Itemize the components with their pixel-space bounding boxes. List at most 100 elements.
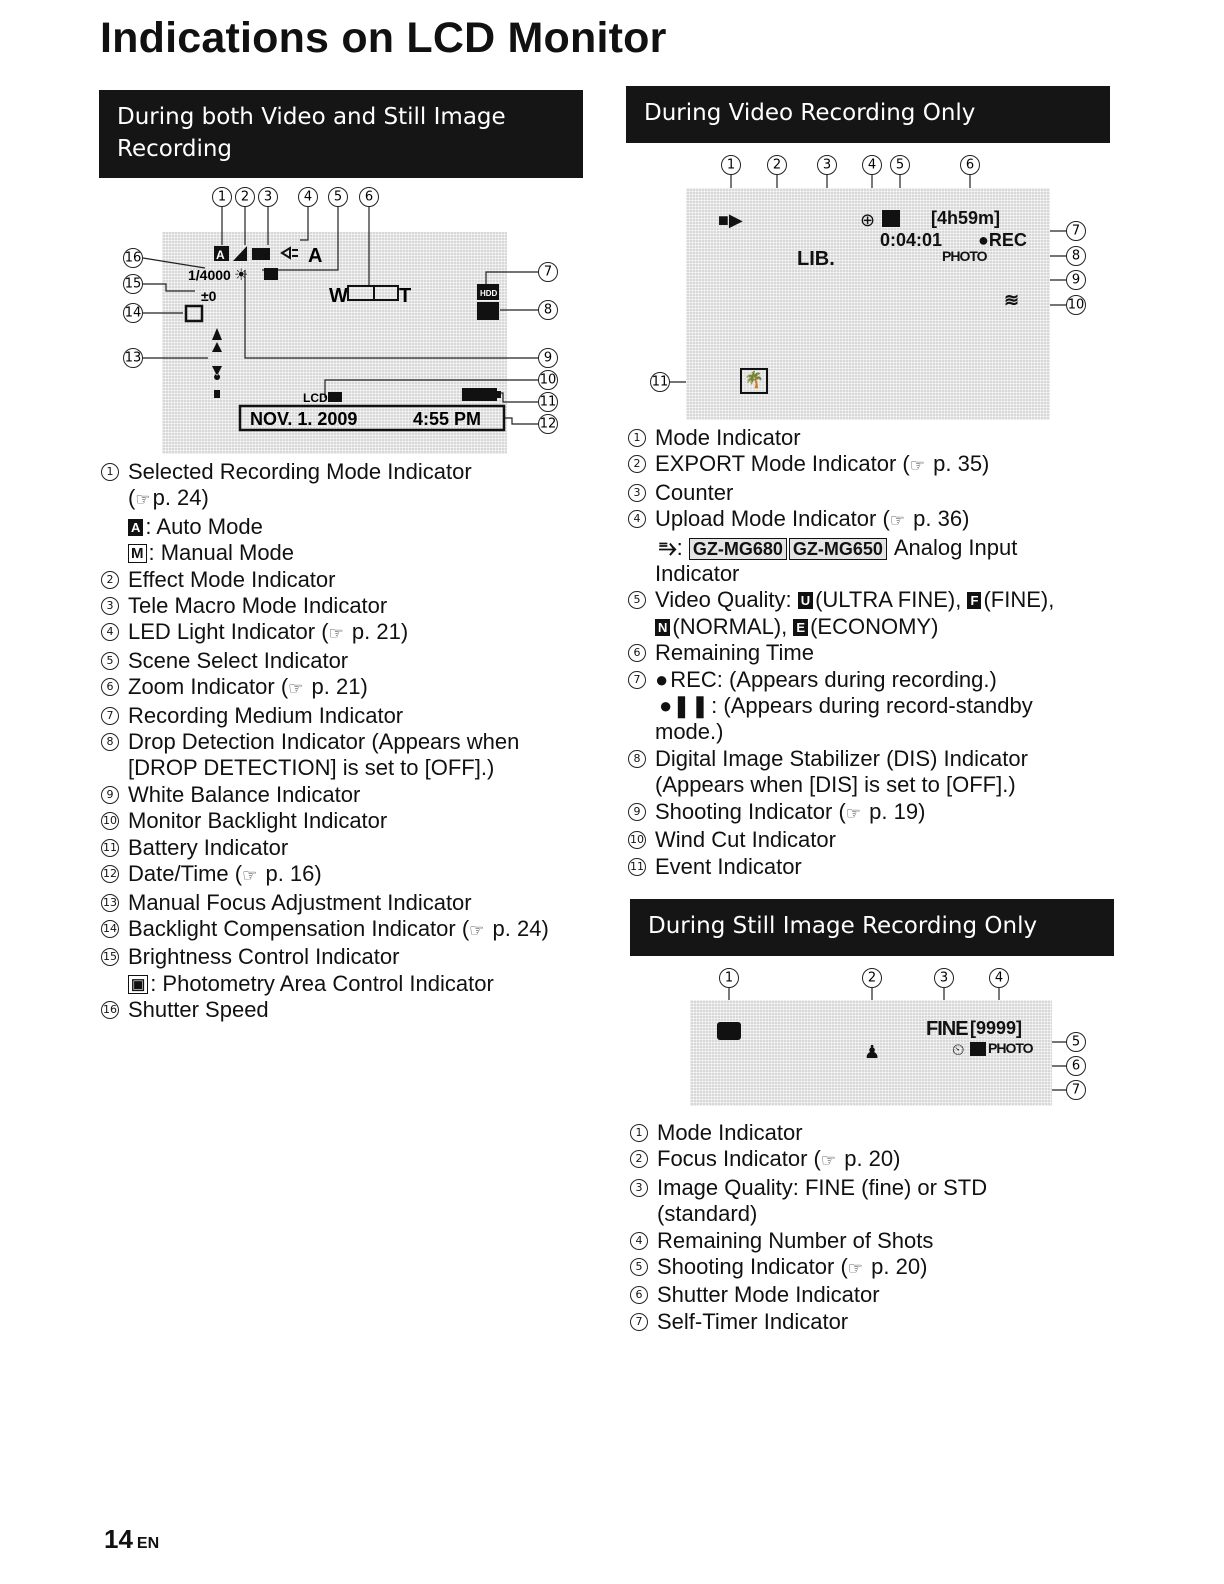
svg-text:A: A [216, 248, 225, 262]
svg-text:16: 16 [125, 251, 142, 266]
svg-text:9: 9 [544, 351, 552, 366]
lcd-backlight-icon [328, 392, 342, 402]
lcd-time: 4:55 PM [413, 409, 481, 429]
focus-up-icon [212, 328, 222, 352]
callout-numbers-still-side: 5 6 7 [1066, 1032, 1086, 1100]
svg-text:10: 10 [1068, 298, 1085, 313]
shutter-speed-readout: 1/4000 [188, 267, 231, 283]
normal-icon: N [655, 618, 671, 636]
reference-icon: ☞ [469, 920, 485, 940]
page-title: Indications on LCD Monitor [100, 14, 667, 62]
shooting-photo-label: PHOTO [942, 248, 988, 264]
svg-text:7: 7 [1072, 1083, 1080, 1098]
auto-mode-icon [214, 246, 229, 261]
image-quality-label: FINE [926, 1018, 969, 1040]
reference-icon: ☞ [135, 490, 151, 510]
wind-cut-icon: ≋ [1004, 290, 1020, 310]
effect-mode-icon [233, 246, 247, 261]
remaining-shots: [9999] [970, 1018, 1023, 1038]
backlight-comp-icon [184, 304, 204, 323]
photometry-area-icon: ▣ [128, 974, 149, 994]
svg-text:1: 1 [218, 190, 226, 205]
svg-text:11: 11 [540, 395, 557, 410]
svg-text:5: 5 [896, 158, 904, 173]
svg-text:HDD: HDD [480, 289, 498, 298]
svg-text:2: 2 [773, 158, 781, 173]
svg-text:3: 3 [264, 190, 272, 205]
reference-icon: ☞ [288, 679, 304, 699]
zoom-t-label: T [399, 285, 411, 307]
still-photo-label: PHOTO [988, 1040, 1034, 1056]
auto-mode-icon: A [128, 518, 144, 536]
lcd-screen-still [690, 1000, 1052, 1106]
svg-text:3: 3 [940, 971, 948, 986]
lcd-date: NOV. 1. 2009 [250, 409, 357, 429]
brightness-readout: ±0 [201, 288, 217, 304]
list-item: 7●REC: (Appears during recording.) ●❚❚: … [628, 667, 1128, 746]
svg-text:5: 5 [1072, 1035, 1080, 1050]
led-light-icon [280, 246, 298, 260]
svg-text:4: 4 [995, 971, 1003, 986]
svg-text:14: 14 [125, 306, 142, 321]
svg-text:1: 1 [727, 158, 735, 173]
svg-text:12: 12 [540, 417, 557, 432]
focus-down-icon [212, 366, 222, 398]
svg-text:13: 13 [125, 351, 142, 366]
manual-mode-icon: M [128, 544, 147, 564]
self-timer-icon: ⏲ [952, 1040, 965, 1059]
reference-icon: ☞ [820, 1151, 837, 1171]
reference-icon: ☞ [242, 866, 258, 886]
datetime-box [238, 404, 506, 432]
svg-text:9: 9 [1072, 273, 1080, 288]
svg-text:15: 15 [125, 277, 142, 292]
reference-icon: ☞ [889, 511, 906, 531]
counter-readout: 0:04:01 [880, 230, 943, 250]
shutter-mode-icon [970, 1042, 986, 1056]
export-lib-label: LIB. [797, 248, 835, 270]
zoom-w-label: W [329, 285, 348, 307]
callout-numbers-still-top: 1 2 3 4 [719, 968, 1009, 988]
svg-text:3: 3 [823, 158, 831, 173]
svg-text:8: 8 [544, 303, 552, 318]
svg-text:6: 6 [365, 190, 373, 205]
upload-mode-icon: ⊕ [860, 210, 876, 231]
reference-icon: ☞ [845, 803, 862, 823]
svg-text:2: 2 [868, 971, 876, 986]
svg-text:10: 10 [540, 373, 557, 388]
focus-indicator-icon: ♟ [864, 1042, 881, 1063]
callout-numbers-both-side: 16 15 14 13 7 8 9 10 11 12 [123, 248, 558, 434]
svg-text:6: 6 [966, 158, 974, 173]
indicator-list-both: 1 Selected Recording Mode Indicator (☞p.… [101, 459, 601, 1024]
remaining-time: [4h59m] [931, 208, 1001, 228]
video-quality-icon [882, 210, 900, 227]
rec-pause-icon: ●❚❚ [659, 693, 710, 719]
svg-text:2: 2 [241, 190, 249, 205]
svg-text:6: 6 [1072, 1059, 1080, 1074]
section-header-still: During Still Image Recording Only [630, 899, 1114, 956]
lcd-screen-both [162, 232, 507, 454]
lcd-backlight-label: LCD [303, 391, 328, 405]
